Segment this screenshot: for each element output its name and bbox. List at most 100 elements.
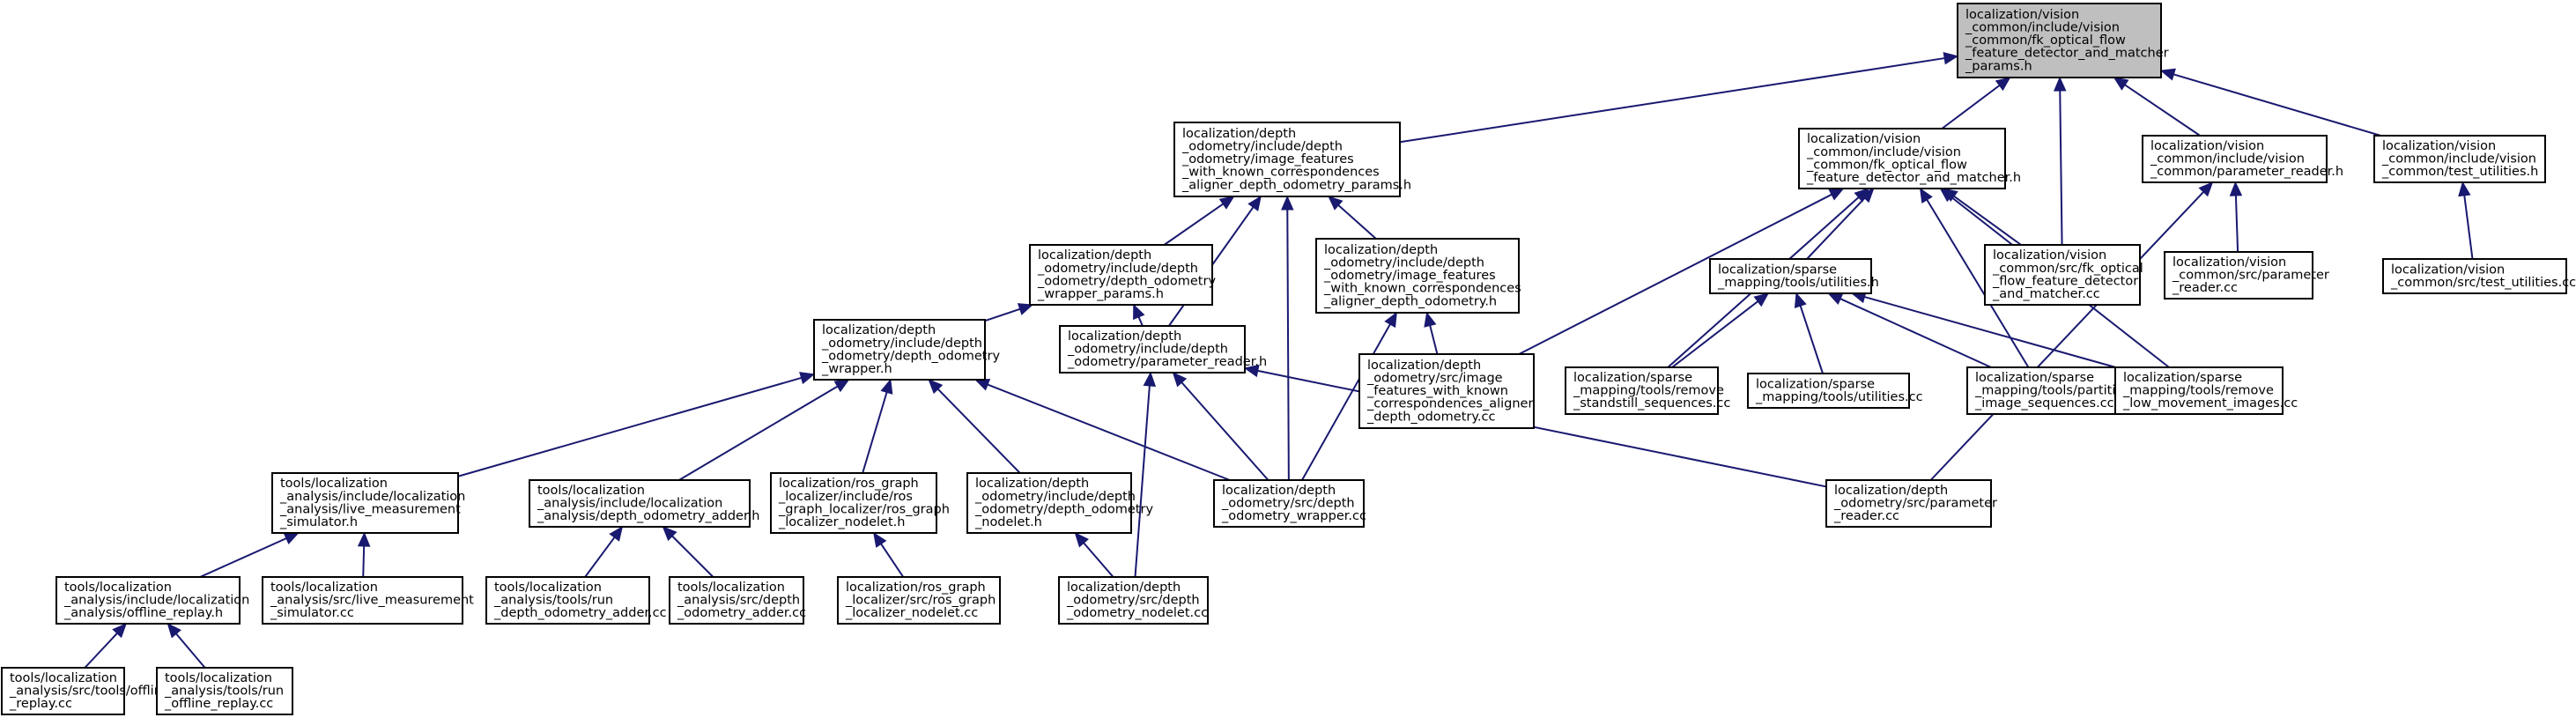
node-box <box>2382 258 2567 294</box>
node-label-line: _with_known_correspondences <box>1181 166 1380 180</box>
node-param-reader-h[interactable]: localization/vision_common/include/visio… <box>2142 135 2343 183</box>
node-label-line: _analysis/include/localization <box>537 497 722 511</box>
node-label-line: localization/depth <box>1834 484 1948 498</box>
node-label-line: _common/include/vision <box>1965 20 2120 34</box>
node-live-sim-h[interactable]: tools/localization_analysis/include/loca… <box>271 472 465 534</box>
node-offline-replay-cc[interactable]: tools/localization_analysis/src/tools/of… <box>1 667 170 715</box>
node-partition-cc[interactable]: localization/sparse_mapping/tools/partit… <box>1966 366 2131 415</box>
edge-wrapper-params-h-to-depth-aligner-params <box>1163 196 1235 246</box>
node-label-line: _common/include/vision <box>2150 152 2305 166</box>
node-label-line: localization/depth <box>1222 484 1336 498</box>
node-label-line: _localizer/src/ros_graph <box>845 594 996 608</box>
edge-ros-graph-nodelet-cc-to-ros-graph-nodelet-h <box>873 531 905 578</box>
node-depth-aligner-params[interactable]: localization/depth_odometry/include/dept… <box>1173 122 1411 197</box>
arrowhead-icon <box>799 372 816 385</box>
edge-depth-param-reader-cc-to-param-reader-h <box>1929 181 2214 481</box>
node-label-line: _odometry/include/depth <box>1323 255 1484 270</box>
node-label-line: _reader.cc <box>1833 509 1899 523</box>
node-label-line: _simulator.cc <box>270 606 354 620</box>
edge-param-reader-h-to-root <box>2113 77 2201 137</box>
node-aligner-cc[interactable]: localization/depth_odometry/src/image_fe… <box>1358 353 1535 429</box>
node-label-line: _analysis/include/localization <box>279 490 465 504</box>
node-wrapper-params-h[interactable]: localization/depth_odometry/include/dept… <box>1029 244 1216 306</box>
node-root[interactable]: localization/vision_common/include/visio… <box>1957 3 2169 78</box>
arrowhead-icon <box>1281 195 1294 211</box>
node-depth-param-reader-cc[interactable]: localization/depth_odometry/src/paramete… <box>1825 479 1997 528</box>
node-label-line: _feature_detector_and_matcher <box>1965 47 2169 61</box>
node-sparse-utilities-h[interactable]: localization/sparse_mapping/tools/utilit… <box>1709 258 1879 294</box>
edge-wrapper-cc-to-aligner-depth-odometry-h <box>1301 311 1397 481</box>
edge-line <box>1518 193 1832 355</box>
node-test-utilities-cc[interactable]: localization/vision_common/src/test_util… <box>2382 258 2576 294</box>
edge-line <box>1337 204 1377 240</box>
edge-fk-matcher-cc-to-root <box>2053 76 2067 246</box>
node-label-line: _replay.cc <box>9 697 72 711</box>
node-label-line: _odometry_adder.cc <box>677 606 806 620</box>
nodes-layer: localization/vision _common/include/visio… <box>1 3 2576 715</box>
node-depth-nodelet-cc[interactable]: localization/depth_odometry/src/depth_od… <box>1058 576 1209 625</box>
node-fk-matcher-h[interactable]: localization/vision_common/include/visio… <box>1798 128 2021 189</box>
node-label-line: _odometry/depth_odometry <box>974 502 1153 516</box>
node-fk-matcher-cc[interactable]: localization/vision_common/src/fk_optica… <box>1984 244 2143 306</box>
node-label-line: _simulator.h <box>279 515 358 529</box>
node-aligner-depth-odometry-h[interactable]: localization/depth_odometry/include/dept… <box>1315 238 1521 314</box>
node-label-line: localization/sparse <box>2123 371 2242 385</box>
node-label-line: _analysis/offline_replay.h <box>63 606 223 620</box>
edge-run-adder-cc-to-adder-h <box>584 525 624 578</box>
node-label-line: tools/localization <box>64 581 172 595</box>
node-box <box>1966 366 2119 415</box>
node-label-line: _odometry/image_features <box>1323 269 1496 283</box>
node-adder-h[interactable]: tools/localization_analysis/include/loca… <box>529 479 759 528</box>
edge-depth-nodelet-h-to-wrapper-h <box>928 379 1021 474</box>
edge-line <box>1399 57 1945 144</box>
node-ros-graph-nodelet-h[interactable]: localization/ros_graph_localizer/include… <box>770 472 950 534</box>
node-box <box>56 576 241 625</box>
edge-line <box>1163 203 1224 246</box>
node-label-line: localization/vision <box>2391 263 2505 277</box>
node-remove-low-movement-cc[interactable]: localization/sparse_mapping/tools/remove… <box>2114 366 2298 415</box>
node-sparse-utilities-cc[interactable]: localization/sparse_mapping/tools/utilit… <box>1747 373 1923 409</box>
node-box <box>1029 244 1213 306</box>
node-label-line: tools/localization <box>270 581 378 595</box>
node-offline-replay-h[interactable]: tools/localization_analysis/include/loca… <box>56 576 249 625</box>
node-label-line: _common/parameter_reader.h <box>2150 165 2343 179</box>
arrowhead-icon <box>1859 188 1875 203</box>
node-depth-nodelet-h[interactable]: localization/depth_odometry/include/dept… <box>966 472 1153 534</box>
edge-line <box>362 545 366 578</box>
node-box <box>2142 135 2328 183</box>
edge-line <box>199 537 287 578</box>
node-adder-cc[interactable]: tools/localization_analysis/src/depth_od… <box>669 576 806 625</box>
node-wrapper-cc[interactable]: localization/depth_odometry/src/depth_od… <box>1213 479 1366 528</box>
node-label-line: tools/localization <box>537 484 645 498</box>
node-box <box>1709 258 1872 294</box>
edge-line <box>1429 325 1439 355</box>
edge-line <box>1257 369 1827 488</box>
node-label-line: _analysis/src/tools/offline <box>9 684 170 699</box>
node-depth-param-reader-h[interactable]: localization/depth_odometry/include/dept… <box>1059 325 1267 374</box>
edge-line <box>1301 323 1391 481</box>
edge-line <box>2059 90 2063 246</box>
node-ros-graph-nodelet-cc[interactable]: localization/ros_graph_localizer/src/ros… <box>837 576 1001 625</box>
arrowhead-icon <box>1919 187 1933 204</box>
node-param-reader-cc[interactable]: localization/vision_common/src/parameter… <box>2164 251 2329 300</box>
node-remove-standstill-cc[interactable]: localization/sparse_mapping/tools/remove… <box>1565 366 1730 415</box>
node-box <box>2114 366 2284 415</box>
edge-line <box>1941 85 2001 129</box>
node-label-line: tools/localization <box>10 671 117 685</box>
node-label-line: localization/ros_graph <box>779 477 919 491</box>
edge-line <box>2124 84 2201 137</box>
edge-line <box>1134 385 1151 578</box>
node-label-line: _common/src/test_utilities.cc <box>2390 276 2576 290</box>
node-test-utilities-h[interactable]: localization/vision_common/include/visio… <box>2373 135 2546 183</box>
node-label-line: _flow_feature_detector <box>1992 274 2138 288</box>
node-live-sim-cc[interactable]: tools/localization_analysis/src/live_mea… <box>262 576 474 625</box>
node-wrapper-h[interactable]: localization/depth_odometry/include/dept… <box>813 319 1000 381</box>
node-run-adder-cc[interactable]: tools/localization_analysis/tools/run_de… <box>485 576 667 625</box>
node-label-line: tools/localization <box>677 581 785 595</box>
edge-line <box>1137 316 1144 327</box>
edges-layer <box>84 51 2474 669</box>
arrowhead-icon <box>662 526 677 542</box>
node-run-offline-replay-cc[interactable]: tools/localization_analysis/tools/run_of… <box>156 667 293 715</box>
arrowhead-icon <box>609 525 624 542</box>
arrowhead-icon <box>2159 68 2176 81</box>
